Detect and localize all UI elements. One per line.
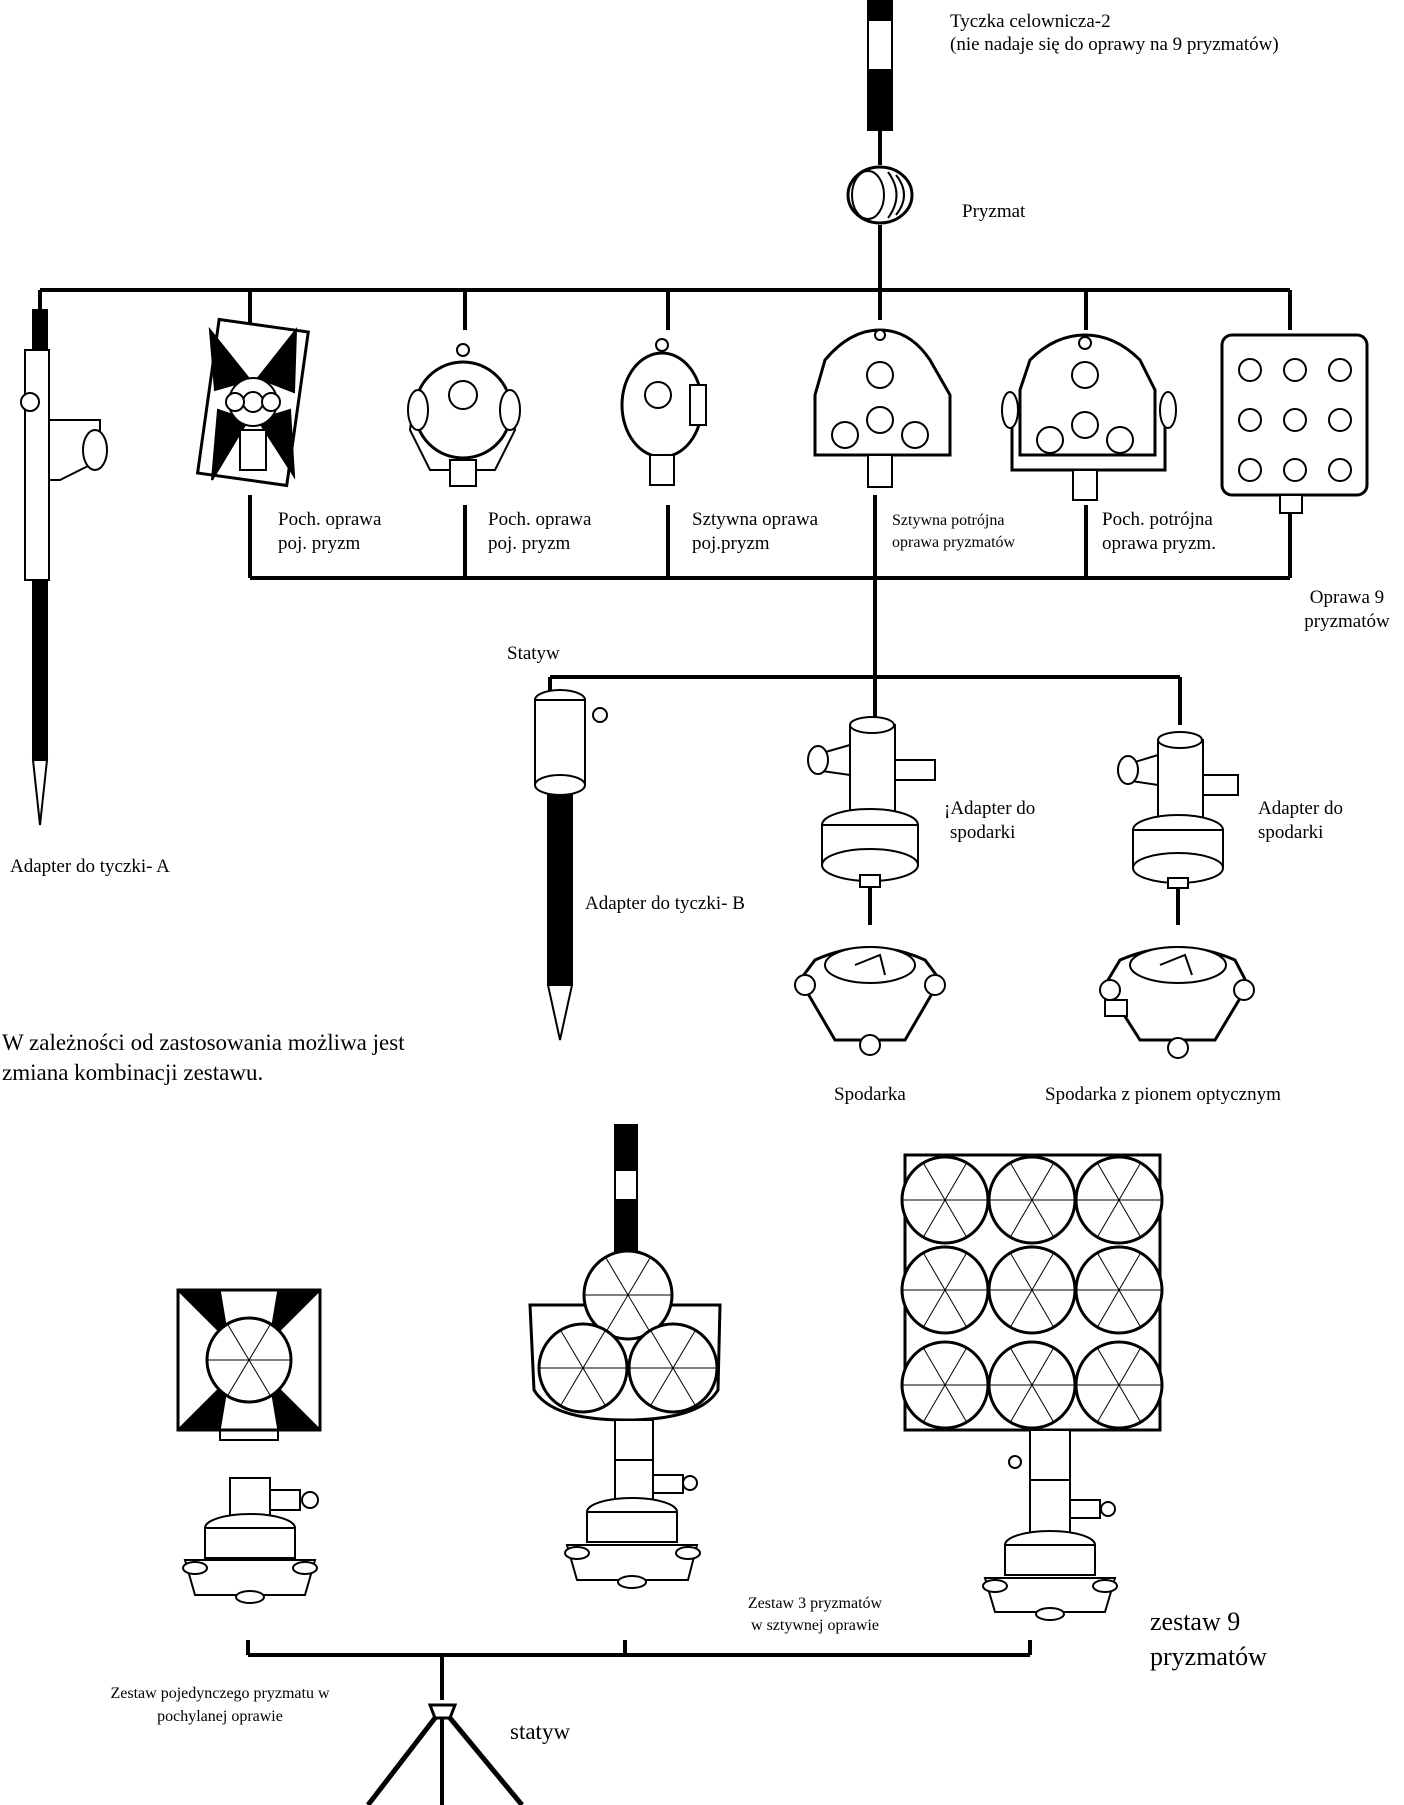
set-nine-prism bbox=[900, 1153, 1164, 1621]
set-triple-prism bbox=[528, 1124, 722, 1589]
label-tribrach-adapter-2-l1: Adapter do bbox=[1258, 798, 1343, 819]
prism bbox=[846, 165, 914, 225]
label-set-nine-l1: zestaw 9 bbox=[1150, 1607, 1241, 1636]
label-set-nine-l2: pryzmatów bbox=[1150, 1642, 1267, 1671]
tilting-triple-prism-holder bbox=[1001, 333, 1177, 501]
label-fixed-triple-l1: Sztywna potrójna bbox=[892, 512, 1005, 529]
tribrach bbox=[794, 946, 946, 1056]
label-fixed-triple-l2: oprawa pryzmatów bbox=[892, 534, 1016, 551]
fixed-triple-prism-holder bbox=[813, 328, 952, 488]
label-tribrach-adapter-1-l2: spodarki bbox=[950, 822, 1016, 843]
tribrach-adapter-1 bbox=[807, 716, 936, 888]
label-stand: Statyw bbox=[507, 643, 560, 664]
note-line-2: zmiana kombinacji zestawu. bbox=[2, 1060, 264, 1085]
sighting-pole-2 bbox=[867, 0, 893, 131]
label-tilt-triple-l2: oprawa pryzm. bbox=[1102, 533, 1216, 554]
tilting-single-prism-holder-2 bbox=[407, 343, 521, 487]
set-single-prism bbox=[176, 1288, 322, 1604]
label-prism: Pryzmat bbox=[962, 201, 1026, 222]
label-tilt-triple-l1: Poch. potrójna bbox=[1102, 509, 1213, 530]
label-fixed-single-l1: Sztywna oprawa bbox=[692, 509, 819, 530]
pole-adapter-a bbox=[20, 309, 108, 826]
label-pole-adapter-a: Adapter do tyczki- A bbox=[10, 856, 170, 877]
tilting-single-prism-holder-1 bbox=[195, 317, 310, 488]
label-set-single-l1: Zestaw pojedynczego pryzmatu w bbox=[110, 1685, 330, 1702]
tribrach-adapter-2 bbox=[1117, 731, 1239, 889]
label-nine-holder-l1: Oprawa 9 bbox=[1309, 587, 1385, 608]
label-sighting-pole: Tyczka celownicza-2 bbox=[950, 11, 1111, 32]
nine-prism-holder bbox=[1220, 333, 1369, 514]
pole-adapter-b bbox=[534, 689, 608, 1041]
label-tilt-single-1-l1: Poch. oprawa bbox=[278, 509, 382, 530]
label-tribrach: Spodarka bbox=[834, 1084, 906, 1105]
tribrach-optical-plummet bbox=[1099, 946, 1255, 1059]
label-tribrach-adapter-2-l2: spodarki bbox=[1258, 822, 1324, 843]
label-tilt-single-2-l2: poj. pryzm bbox=[488, 533, 571, 554]
label-tribrach-adapter-1-l1: ¡Adapter do bbox=[944, 798, 1036, 819]
label-tilt-single-1-l2: poj. pryzm bbox=[278, 533, 361, 554]
label-tripod: statyw bbox=[510, 1719, 571, 1744]
label-nine-holder-l2: pryzmatów bbox=[1304, 611, 1390, 632]
label-tilt-single-2-l1: Poch. oprawa bbox=[488, 509, 592, 530]
label-fixed-single-l2: poj.pryzm bbox=[692, 533, 770, 554]
label-tribrach-optical: Spodarka z pionem optycznym bbox=[1045, 1084, 1281, 1105]
label-pole-adapter-b: Adapter do tyczki- B bbox=[585, 893, 745, 914]
fixed-single-prism-holder bbox=[620, 338, 707, 486]
label-sighting-pole-note: (nie nadaje się do oprawy na 9 pryzmatów… bbox=[950, 34, 1279, 55]
connector-lines bbox=[38, 130, 1292, 1700]
label-set-triple-l2: w sztywnej oprawie bbox=[751, 1617, 879, 1634]
tripod bbox=[366, 1703, 524, 1805]
note-line-1: W zależności od zastosowania możliwa jes… bbox=[2, 1030, 405, 1055]
label-set-single-l2: pochylanej oprawie bbox=[157, 1708, 283, 1725]
label-set-triple-l1: Zestaw 3 pryzmatów bbox=[747, 1595, 883, 1612]
